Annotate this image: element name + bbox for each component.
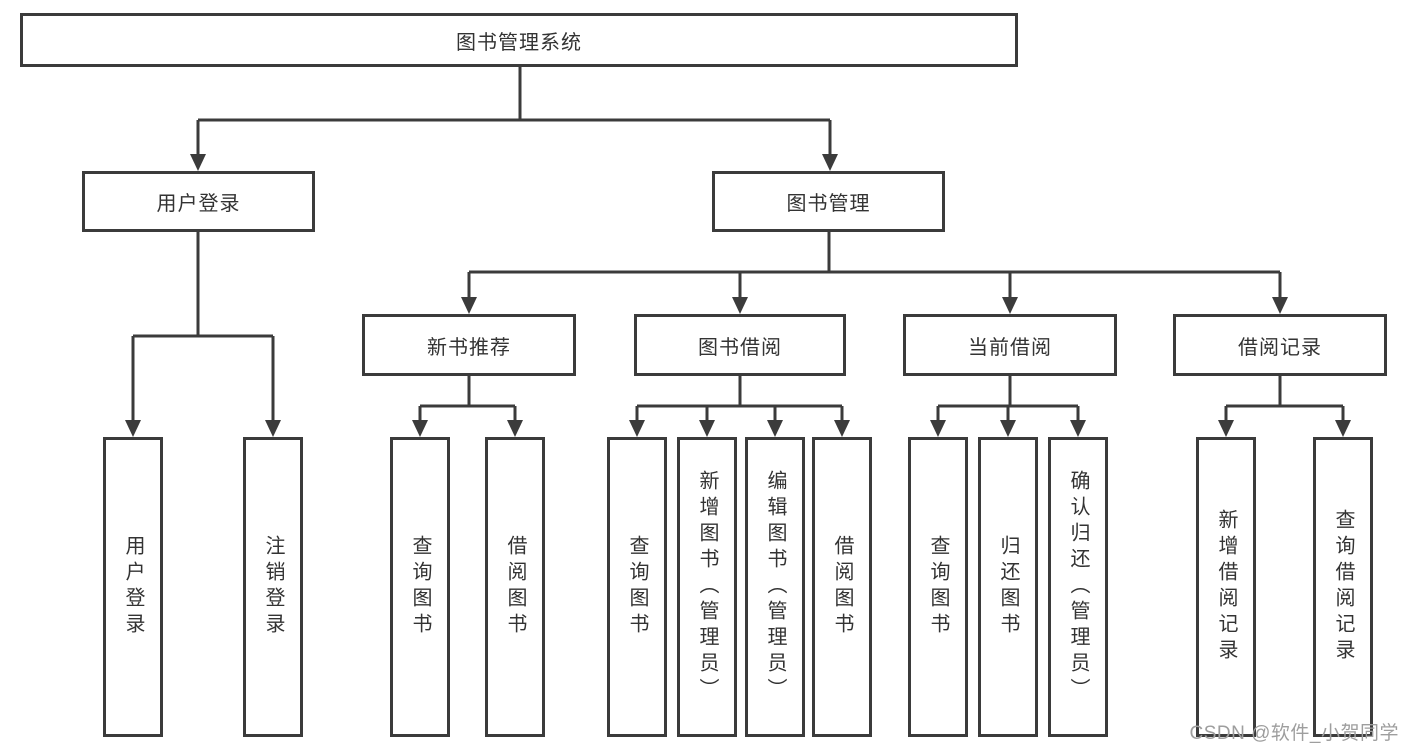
node-label: 新书推荐	[427, 336, 511, 359]
node-current-borrow: 当前借阅	[903, 314, 1117, 376]
leaf-label: 借阅图书	[831, 535, 853, 639]
node-label: 用户登录	[156, 193, 241, 215]
leaf-label: 查询图书	[927, 535, 949, 639]
node-label: 当前借阅	[968, 336, 1052, 359]
leaf-label: 查询图书	[626, 535, 648, 639]
leaf-label: 新增借阅记录	[1215, 509, 1237, 665]
leaf-add-borrow-record: 新增借阅记录	[1196, 437, 1256, 737]
leaf-borrow-books-recommend: 借阅图书	[485, 437, 545, 737]
leaf-borrow-books: 借阅图书	[812, 437, 872, 737]
leaf-query-borrow-record: 查询借阅记录	[1313, 437, 1373, 737]
node-new-book-recommend: 新书推荐	[362, 314, 576, 376]
leaf-query-books-borrow: 查询图书	[607, 437, 667, 737]
node-label: 图书管理系统	[456, 31, 582, 54]
node-library-management-system: 图书管理系统	[20, 13, 1018, 67]
leaf-confirm-return-admin: 确认归还（管理员）	[1048, 437, 1108, 737]
leaf-label: 确认归还（管理员）	[1067, 470, 1089, 704]
leaf-return-books: 归还图书	[978, 437, 1038, 737]
leaf-user-login: 用户登录	[103, 437, 163, 737]
leaf-query-books-current: 查询图书	[908, 437, 968, 737]
node-user-login: 用户登录	[82, 171, 315, 232]
leaf-label: 查询图书	[409, 535, 431, 639]
node-label: 借阅记录	[1238, 336, 1322, 359]
leaf-query-books-recommend: 查询图书	[390, 437, 450, 737]
leaf-label: 借阅图书	[504, 535, 526, 639]
leaf-label: 用户登录	[122, 535, 144, 639]
leaf-add-books-admin: 新增图书（管理员）	[677, 437, 737, 737]
csdn-watermark: CSDN @软件_小贺同学	[1189, 723, 1399, 744]
leaf-label: 查询借阅记录	[1332, 509, 1354, 665]
node-book-borrow: 图书借阅	[634, 314, 846, 376]
leaf-label: 新增图书（管理员）	[696, 470, 718, 704]
leaf-edit-books-admin: 编辑图书（管理员）	[745, 437, 805, 737]
leaf-logout: 注销登录	[243, 437, 303, 737]
leaf-label: 注销登录	[262, 535, 284, 639]
node-book-management: 图书管理	[712, 171, 945, 232]
node-borrow-records: 借阅记录	[1173, 314, 1387, 376]
leaf-label: 归还图书	[997, 535, 1019, 639]
node-label: 图书借阅	[698, 336, 782, 359]
node-label: 图书管理	[786, 193, 871, 215]
leaf-label: 编辑图书（管理员）	[764, 470, 786, 704]
